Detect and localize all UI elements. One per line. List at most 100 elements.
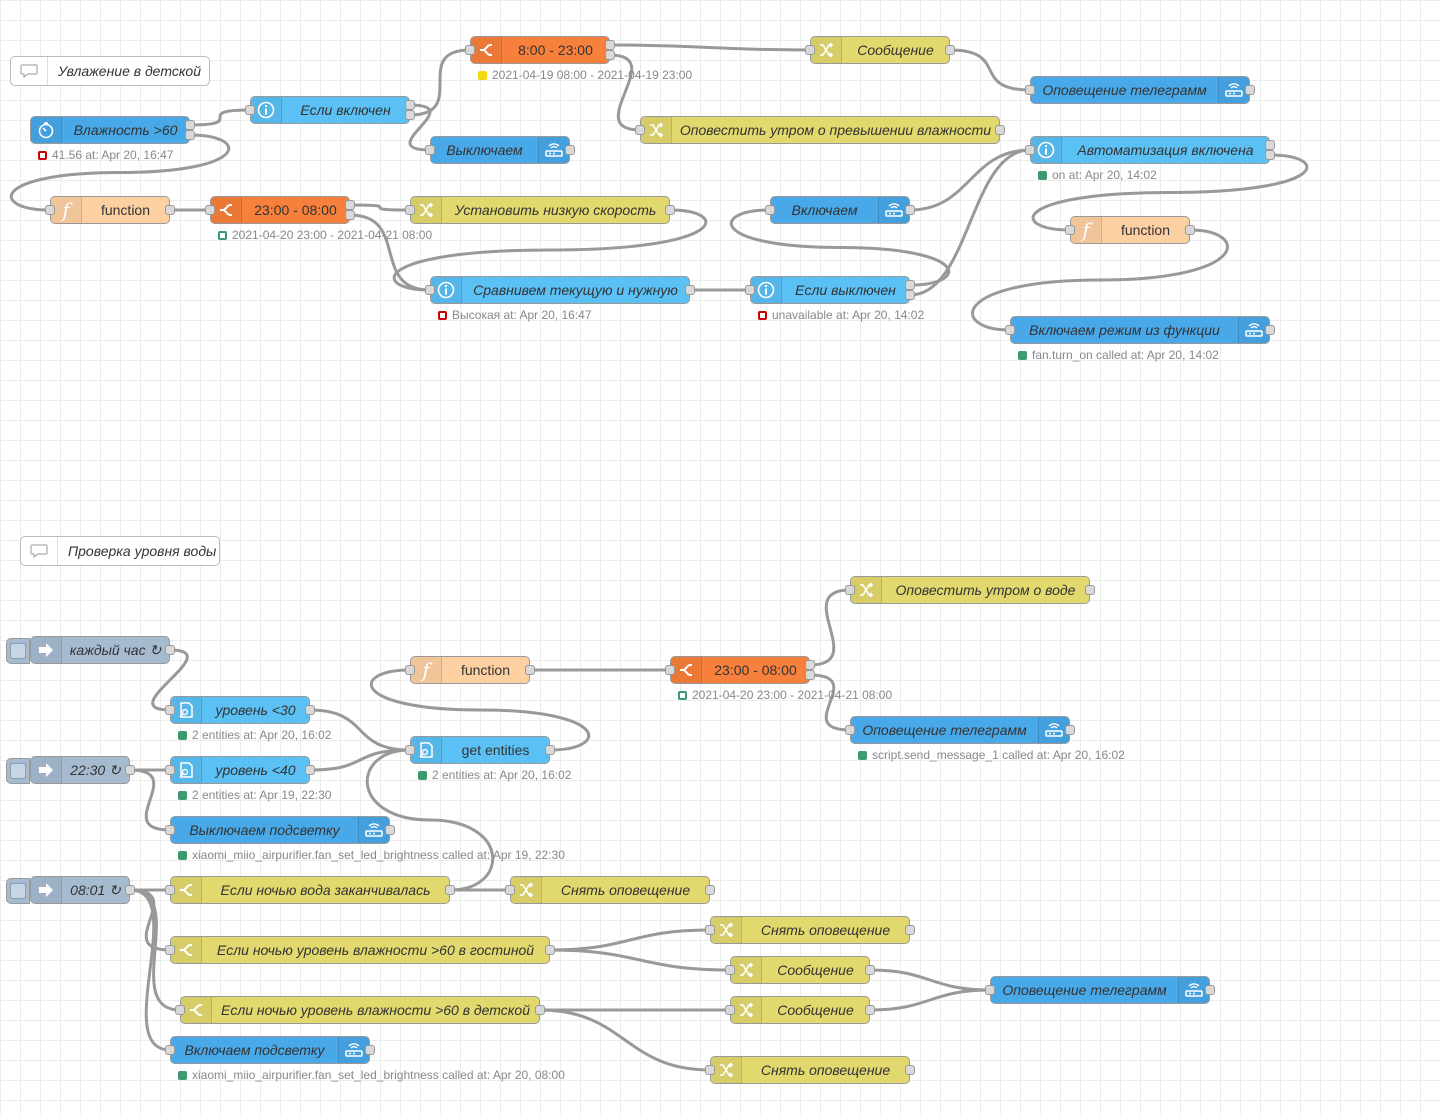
input-port[interactable] [845, 725, 855, 735]
inject-2230-node[interactable]: 22:30 ↻ [30, 756, 130, 784]
output-port[interactable] [1065, 725, 1075, 735]
output-port[interactable] [1265, 140, 1275, 150]
wire[interactable] [370, 668, 590, 752]
output-port[interactable] [605, 40, 615, 50]
input-port[interactable] [985, 985, 995, 995]
telegram-notify-node[interactable]: Оповещение телеграмм [990, 976, 1210, 1004]
wire[interactable] [869, 968, 991, 992]
set-low-speed-node[interactable]: Установить низкую скорость [410, 196, 670, 224]
input-port[interactable] [405, 665, 415, 675]
wire[interactable] [869, 988, 991, 1012]
input-port[interactable] [425, 145, 435, 155]
wire[interactable] [151, 648, 189, 712]
change-message-node[interactable]: Сообщение [730, 996, 870, 1024]
output-port[interactable] [805, 660, 815, 670]
comment-water-level[interactable]: Проверка уровня воды [20, 536, 220, 566]
input-port[interactable] [1025, 145, 1035, 155]
output-port[interactable] [185, 130, 195, 140]
output-port[interactable] [665, 205, 675, 215]
output-port[interactable] [345, 210, 355, 220]
output-port[interactable] [125, 885, 135, 895]
wire[interactable] [549, 928, 711, 952]
wire[interactable] [10, 133, 230, 212]
switch-humidity-nursery-node[interactable]: Если ночью уровень влажности >60 в детск… [180, 996, 540, 1024]
wire[interactable] [809, 588, 851, 667]
output-port[interactable] [565, 145, 575, 155]
output-port[interactable] [865, 965, 875, 975]
wire[interactable] [549, 948, 731, 972]
clear-notification-node[interactable]: Снять оповещение [710, 1056, 910, 1084]
turn-off-backlight-node[interactable]: Выключаем подсветку [170, 816, 390, 844]
input-port[interactable] [405, 745, 415, 755]
input-port[interactable] [165, 1045, 175, 1055]
wire[interactable] [408, 103, 432, 152]
get-entities-node[interactable]: get entities [410, 736, 550, 764]
telegram-notify-node[interactable]: Оповещение телеграмм [1030, 76, 1250, 104]
output-port[interactable] [1245, 85, 1255, 95]
wire[interactable] [349, 203, 411, 212]
input-port[interactable] [175, 1005, 185, 1015]
output-port[interactable] [545, 945, 555, 955]
inject-0801-node[interactable]: 08:01 ↻ [30, 876, 130, 904]
output-port[interactable] [405, 110, 415, 120]
output-port[interactable] [165, 645, 175, 655]
wire[interactable] [609, 53, 641, 132]
output-port[interactable] [805, 670, 815, 680]
telegram-notify-node[interactable]: Оповещение телеграмм [850, 716, 1070, 744]
input-port[interactable] [165, 825, 175, 835]
output-port[interactable] [365, 1045, 375, 1055]
morning-notify-water-node[interactable]: Оповестить утром о воде [850, 576, 1090, 604]
input-port[interactable] [205, 205, 215, 215]
timerange-day-node[interactable]: 8:00 - 23:00 [470, 36, 610, 64]
output-port[interactable] [905, 280, 915, 290]
input-port[interactable] [1065, 225, 1075, 235]
input-port[interactable] [245, 105, 255, 115]
input-port[interactable] [765, 205, 775, 215]
switch-humidity-livingroom-node[interactable]: Если ночью уровень влажности >60 в гости… [170, 936, 550, 964]
level-below-30-node[interactable]: уровень <30 [170, 696, 310, 724]
output-port[interactable] [1185, 225, 1195, 235]
wire[interactable] [1031, 153, 1309, 232]
output-port[interactable] [1265, 325, 1275, 335]
inject-hourly-node[interactable]: каждый час ↻ [30, 636, 170, 664]
wire[interactable] [730, 208, 950, 287]
output-port[interactable] [605, 50, 615, 60]
input-port[interactable] [705, 925, 715, 935]
output-port[interactable] [905, 205, 915, 215]
turn-on-service-node[interactable]: Включаем [770, 196, 910, 224]
timerange-night-node[interactable]: 23:00 - 08:00 [210, 196, 350, 224]
output-port[interactable] [905, 925, 915, 935]
input-port[interactable] [505, 885, 515, 895]
inject-trigger-button[interactable] [6, 878, 30, 904]
input-port[interactable] [705, 1065, 715, 1075]
output-port[interactable] [1265, 150, 1275, 160]
inject-trigger-button[interactable] [6, 758, 30, 784]
morning-notify-humidity-node[interactable]: Оповестить утром о превышении влажности [640, 116, 1000, 144]
input-port[interactable] [405, 205, 415, 215]
if-enabled-node[interactable]: Если включен [250, 96, 410, 124]
wire[interactable] [809, 673, 851, 732]
wire[interactable] [949, 48, 1031, 92]
wire[interactable] [189, 108, 251, 127]
input-port[interactable] [165, 885, 175, 895]
timerange-night-node[interactable]: 23:00 - 08:00 [670, 656, 810, 684]
change-message-node[interactable]: Сообщение [810, 36, 950, 64]
clear-notification-node[interactable]: Снять оповещение [510, 876, 710, 904]
output-port[interactable] [125, 765, 135, 775]
wire[interactable] [365, 748, 495, 892]
output-port[interactable] [705, 885, 715, 895]
turn-on-backlight-node[interactable]: Включаем подсветку [170, 1036, 370, 1064]
input-port[interactable] [425, 285, 435, 295]
output-port[interactable] [525, 665, 535, 675]
wire[interactable] [392, 208, 708, 292]
output-port[interactable] [165, 205, 175, 215]
compare-current-target-node[interactable]: Сравнивем текущую и нужную [430, 276, 690, 304]
level-below-40-node[interactable]: уровень <40 [170, 756, 310, 784]
wire[interactable] [609, 43, 811, 52]
clear-notification-node[interactable]: Снять оповещение [710, 916, 910, 944]
wire[interactable] [909, 148, 1031, 212]
automation-enabled-node[interactable]: Автоматизация включена [1030, 136, 1270, 164]
